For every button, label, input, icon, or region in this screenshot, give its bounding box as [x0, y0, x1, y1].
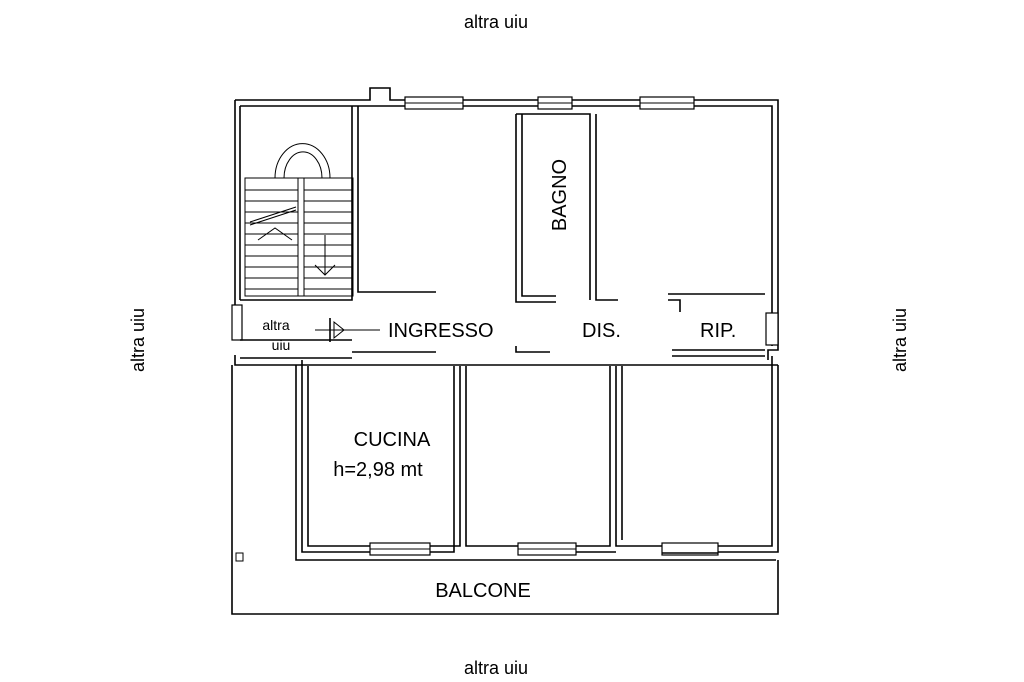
- corridor-walls: [352, 113, 765, 357]
- room-label-dis: DIS.: [582, 320, 621, 342]
- window-top-3: [639, 96, 695, 110]
- outer-walls: [234, 87, 779, 366]
- room-label-balcone: BALCONE: [435, 580, 531, 602]
- room-label-bagno: BAGNO: [549, 159, 571, 231]
- label-altra-uiu-left: altra uiu: [128, 308, 148, 372]
- label-altra-uiu-top: altra uiu: [464, 12, 528, 32]
- label-altra-uiu-bottom: altra uiu: [464, 658, 528, 678]
- window-left: [231, 304, 243, 341]
- window-right: [765, 312, 779, 346]
- stair-partition: [240, 106, 436, 341]
- window-top-2: [537, 96, 573, 110]
- room-label-cucina: CUCINA: [354, 429, 431, 451]
- label-altra-uiu-right: altra uiu: [890, 308, 910, 372]
- label-stair-uiu: uiu: [272, 337, 291, 353]
- window-bottom-2: [517, 542, 577, 556]
- window-top-1: [404, 96, 464, 110]
- stairwell: [244, 143, 354, 297]
- lower-rooms: [301, 356, 779, 553]
- room-label-rip: RIP.: [700, 320, 736, 342]
- entrance-door: [315, 318, 380, 342]
- balcony: [231, 365, 779, 615]
- room-label-height: h=2,98 mt: [333, 459, 423, 481]
- window-bottom-1: [369, 542, 431, 556]
- room-label-ingresso: INGRESSO: [388, 320, 494, 342]
- label-stair-altra: altra: [262, 317, 289, 333]
- window-bottom-3: [661, 542, 719, 556]
